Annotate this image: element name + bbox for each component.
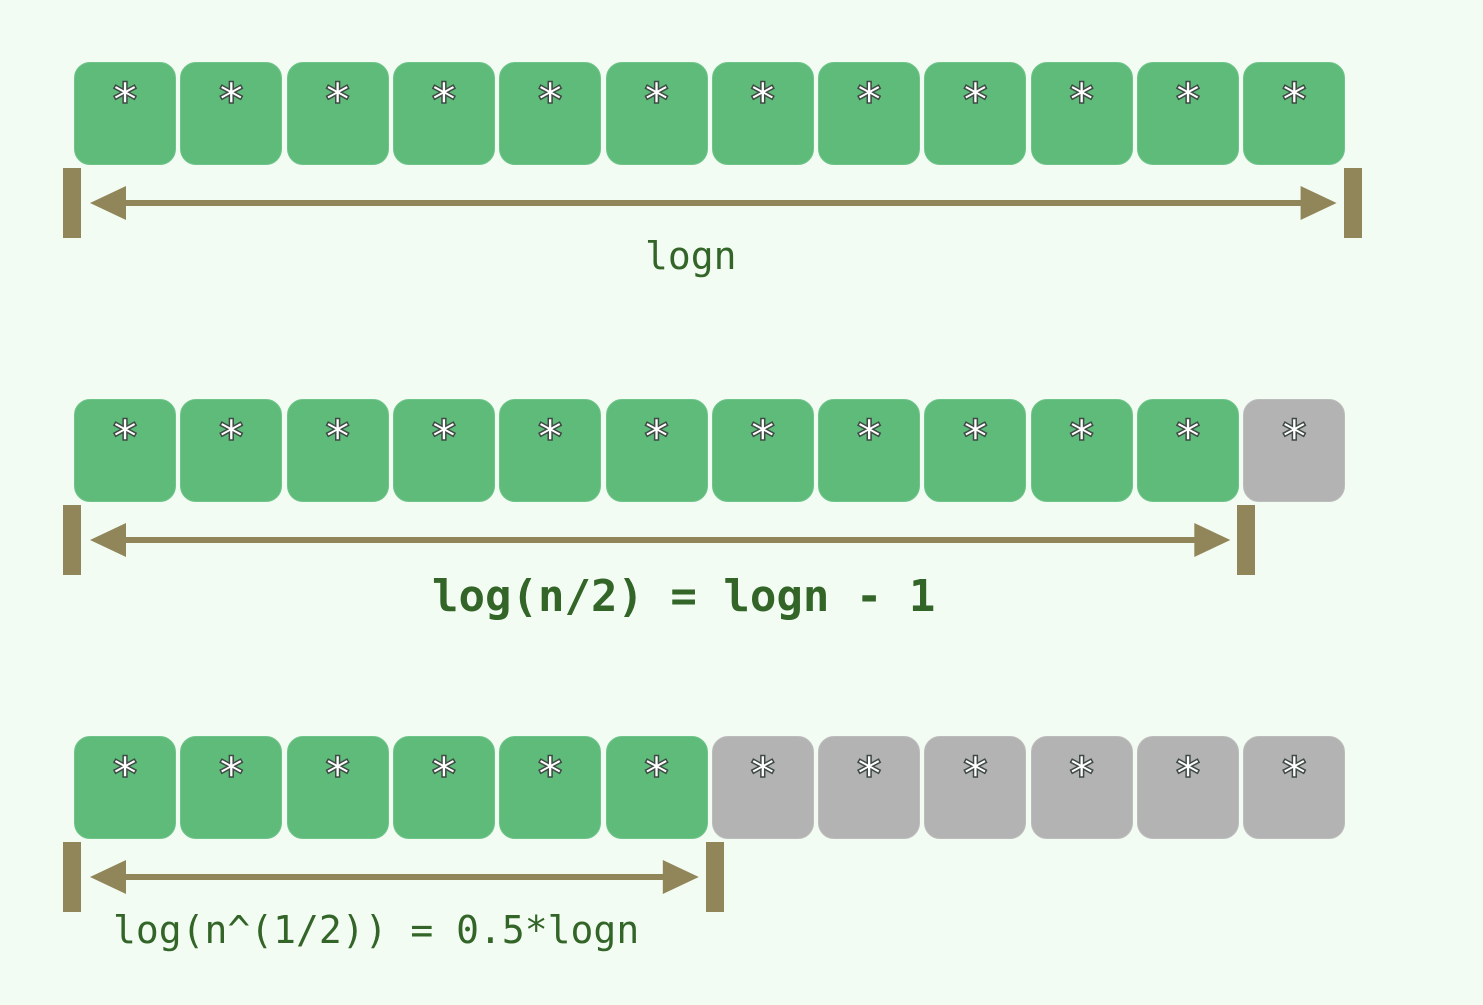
asterisk-icon: * [1282, 747, 1308, 801]
asterisk-icon: * [963, 73, 989, 127]
asterisk-icon: * [325, 73, 351, 127]
asterisk-icon: * [431, 747, 457, 801]
asterisk-icon: * [856, 73, 882, 127]
asterisk-icon: * [644, 747, 670, 801]
left-bracket-bar [63, 505, 81, 575]
active-cell: * [180, 399, 283, 502]
active-cell: * [74, 399, 176, 502]
arrow-head-right [1300, 186, 1337, 220]
asterisk-icon: * [1069, 747, 1095, 801]
asterisk-icon: * [431, 410, 457, 464]
asterisk-icon: * [750, 410, 776, 464]
arrow-head-left [90, 860, 126, 894]
row-log-n-half: * * * * * * * * * * * * log(n/2) = logn - 1 [0, 399, 1483, 659]
arrow-shaft [120, 874, 669, 880]
asterisk-icon: * [219, 410, 245, 464]
active-cell: * [818, 62, 921, 165]
active-cell: * [818, 399, 921, 502]
asterisk-icon: * [325, 747, 351, 801]
inactive-cell: * [1030, 736, 1133, 839]
asterisk-icon: * [1282, 73, 1308, 127]
right-bracket-bar [705, 842, 724, 912]
active-cell: * [1030, 399, 1133, 502]
active-cell: * [392, 399, 495, 502]
asterisk-icon: * [1175, 747, 1201, 801]
inactive-cell: * [711, 736, 814, 839]
span-label: logn [645, 234, 737, 278]
right-bracket-bar [1343, 168, 1362, 238]
asterisk-icon: * [537, 747, 563, 801]
span-label: log(n/2) = logn - 1 [432, 571, 936, 622]
asterisk-icon: * [325, 410, 351, 464]
asterisk-icon: * [1069, 410, 1095, 464]
inactive-cell: * [924, 736, 1027, 839]
span-label: log(n^(1/2)) = 0.5*logn [113, 908, 640, 952]
active-cell: * [1243, 62, 1346, 165]
asterisk-icon: * [963, 747, 989, 801]
active-cell: * [1030, 62, 1133, 165]
active-cell: * [392, 736, 495, 839]
asterisk-icon: * [1282, 410, 1308, 464]
active-cell: * [286, 62, 389, 165]
active-cell: * [605, 736, 708, 839]
double-arrow-icon [90, 523, 1231, 557]
asterisk-icon: * [750, 747, 776, 801]
arrow-head-right [1194, 523, 1231, 557]
asterisk-icon: * [856, 747, 882, 801]
arrow-head-left [90, 186, 126, 220]
asterisk-icon: * [431, 73, 457, 127]
active-cell: * [499, 736, 602, 839]
right-bracket-bar [1237, 505, 1256, 575]
asterisk-icon: * [1175, 73, 1201, 127]
double-arrow-icon [90, 186, 1337, 220]
active-cell: * [286, 736, 389, 839]
asterisk-icon: * [219, 73, 245, 127]
row-log-sqrt-n: * * * * * * * * * * * * log(n^(1/2)) = 0.5*logn [0, 736, 1483, 996]
asterisk-icon: * [644, 410, 670, 464]
active-cell: * [180, 736, 283, 839]
active-cell: * [499, 62, 602, 165]
active-cell: * [286, 399, 389, 502]
asterisk-icon: * [219, 747, 245, 801]
asterisk-icon: * [112, 73, 138, 127]
arrow-head-left [90, 523, 126, 557]
active-cell: * [499, 399, 602, 502]
double-arrow-icon [90, 860, 699, 894]
left-bracket-bar [63, 168, 81, 238]
inactive-cell: * [1137, 736, 1239, 839]
inactive-cell: * [818, 736, 921, 839]
inactive-cell: * [1243, 736, 1346, 839]
arrow-shaft [120, 537, 1201, 543]
asterisk-icon: * [1175, 410, 1201, 464]
row-logn: * * * * * * * * * * * * logn [0, 62, 1483, 322]
active-cell: * [711, 399, 814, 502]
left-bracket-bar [63, 842, 81, 912]
active-cell: * [605, 62, 708, 165]
asterisk-icon: * [856, 410, 882, 464]
active-cell: * [1137, 62, 1239, 165]
active-cell: * [1137, 399, 1239, 502]
active-cell: * [924, 399, 1027, 502]
inactive-cell: * [1243, 399, 1346, 502]
active-cell: * [605, 399, 708, 502]
active-cell: * [180, 62, 283, 165]
asterisk-icon: * [644, 73, 670, 127]
asterisk-icon: * [750, 73, 776, 127]
active-cell: * [392, 62, 495, 165]
asterisk-icon: * [1069, 73, 1095, 127]
arrow-shaft [120, 200, 1307, 206]
asterisk-icon: * [963, 410, 989, 464]
active-cell: * [711, 62, 814, 165]
asterisk-icon: * [112, 410, 138, 464]
asterisk-icon: * [537, 73, 563, 127]
active-cell: * [74, 736, 176, 839]
asterisk-icon: * [112, 747, 138, 801]
active-cell: * [924, 62, 1027, 165]
active-cell: * [74, 62, 176, 165]
arrow-head-right [662, 860, 699, 894]
asterisk-icon: * [537, 410, 563, 464]
